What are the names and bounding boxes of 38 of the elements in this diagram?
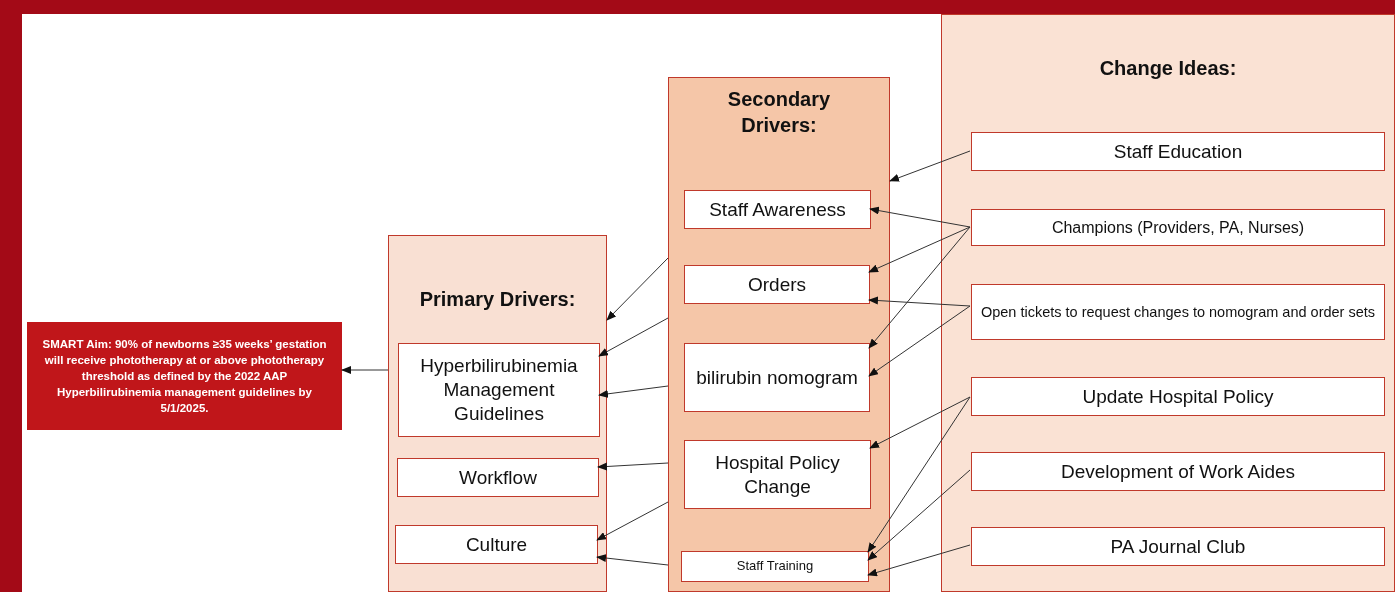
change-idea-box: Staff Education — [971, 132, 1385, 171]
driver-box: Staff Awareness — [684, 190, 871, 229]
arrow — [868, 305, 971, 377]
arrow — [868, 226, 971, 349]
driver-box: Staff Training — [681, 551, 869, 582]
driver-box: bilirubin nomogram — [684, 343, 870, 412]
panel-heading: Secondary Drivers: — [726, 87, 832, 138]
arrow — [867, 544, 971, 577]
arrow — [868, 296, 971, 307]
arrow — [341, 366, 389, 374]
change-idea-box: Open tickets to request changes to nomogram and order sets — [971, 284, 1385, 340]
panel-heading: Change Ideas: — [1098, 56, 1238, 81]
arrow — [596, 554, 669, 566]
arrow — [596, 501, 669, 541]
change-idea-box: Development of Work Aides — [971, 452, 1385, 491]
arrow — [867, 396, 971, 553]
arrow — [869, 396, 971, 449]
aim-statement-box: SMART Aim: 90% of newborns ≥35 weeks’ gestation will receive phototherapy at or above phototherapy threshold as defined by the 2022 AAP Hyperbilirubinemia management guidelines by 5/1/2025. — [27, 322, 342, 430]
change-ideas-panel — [941, 14, 1395, 592]
change-idea-box: Champions (Providers, PA, Nurses) — [971, 209, 1385, 246]
arrow — [597, 462, 669, 471]
arrow — [868, 226, 971, 273]
arrow — [598, 317, 669, 357]
arrow — [869, 206, 971, 228]
panel-heading: Primary Drivers: — [418, 287, 577, 312]
primary-drivers-panel — [388, 235, 607, 592]
driver-box: Workflow — [397, 458, 599, 497]
arrow — [867, 469, 971, 561]
driver-box: Hyperbilirubinemia Management Guidelines — [398, 343, 600, 437]
change-idea-box: Update Hospital Policy — [971, 377, 1385, 416]
change-idea-box: PA Journal Club — [971, 527, 1385, 566]
arrow — [606, 257, 669, 321]
driver-box: Orders — [684, 265, 870, 304]
arrow — [889, 150, 971, 182]
arrow — [598, 385, 669, 398]
secondary-drivers-panel — [668, 77, 890, 592]
driver-box: Culture — [395, 525, 598, 564]
driver-box: Hospital Policy Change — [684, 440, 871, 509]
